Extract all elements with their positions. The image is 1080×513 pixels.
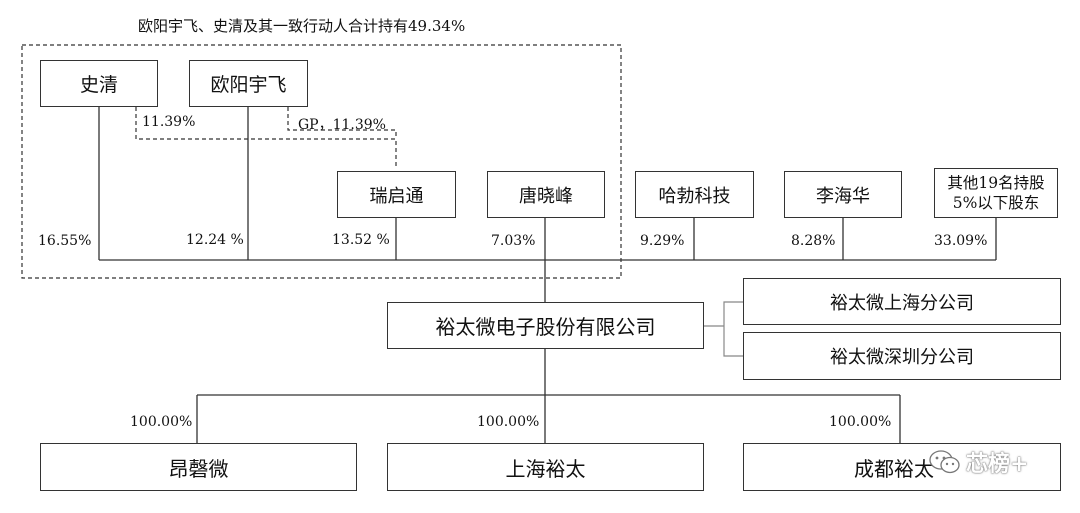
pct-ouyang-to-rqt: GP，11.39% [298,117,386,133]
pct-shi-to-rqt: 11.39% [142,114,196,130]
holder-ruiqitong: 瑞启通 [337,171,456,218]
branch-connector-v [723,301,743,357]
watermark-text: 芯榜+ [966,451,1029,477]
holder-others-line1: 其他19名持股 [947,174,1045,192]
pct-ouyang: 12.24 % [186,232,244,248]
dashed-link-shi-qing [135,107,397,168]
holder-others: 其他19名持股 5%以下股东 [934,168,1058,218]
pct-habo: 9.29% [640,233,685,249]
pct-shi-qing: 16.55% [38,233,92,249]
pct-sub-2: 100.00% [477,414,540,430]
company-box: 裕太微电子股份有限公司 [387,302,704,349]
pct-sub-1: 100.00% [130,414,193,430]
dashed-link-ouyang [287,107,397,139]
wechat-icon [929,450,960,474]
pct-sub-3: 100.00% [829,414,892,430]
holder-shi-qing: 史清 [40,60,158,107]
holder-li: 李海华 [784,171,902,218]
subsidiary-chengdu-yutai: 成都裕太 [743,443,1061,491]
subsidiary-angqingwei: 昂磬微 [40,443,357,491]
holder-ouyang: 欧阳宇飞 [189,60,308,107]
holder-habo: 哈勃科技 [635,171,754,218]
pct-tang: 7.03% [491,233,536,249]
pct-li: 8.28% [791,233,836,249]
branch-shenzhen: 裕太微深圳分公司 [743,332,1061,380]
branch-shanghai: 裕太微上海分公司 [743,278,1061,325]
group-boundary [21,44,622,279]
watermark: 芯榜+ [928,446,1028,478]
holder-tang: 唐晓峰 [487,171,605,218]
pct-others: 33.09% [934,233,988,249]
group-label: 欧阳宇飞、史清及其一致行动人合计持有49.34% [138,17,466,35]
subsidiary-shanghai-yutai: 上海裕太 [387,443,704,491]
pct-ruiqitong: 13.52 % [332,232,390,248]
holder-others-line2: 5%以下股东 [952,194,1040,212]
